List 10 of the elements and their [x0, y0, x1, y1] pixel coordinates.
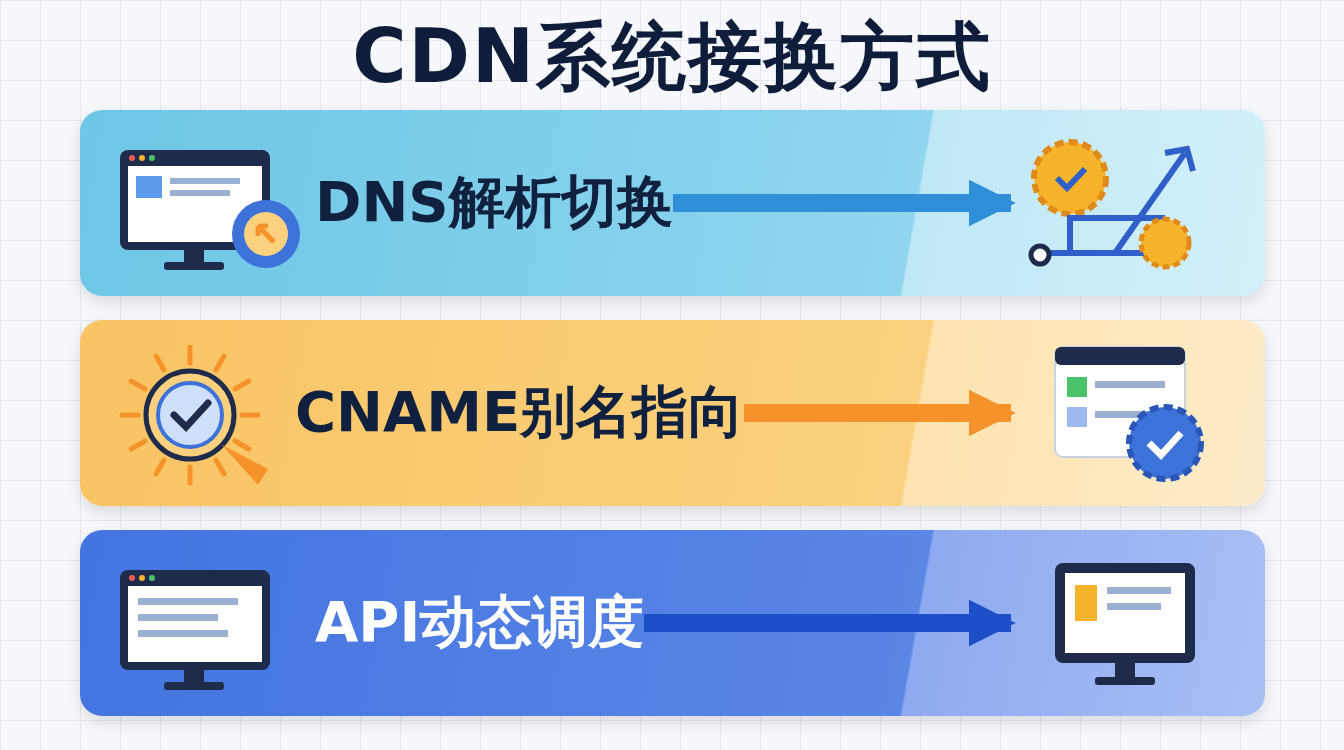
method-band — [80, 110, 1265, 296]
method-label: API动态调度 — [315, 588, 645, 656]
title: CDN系统接换方式 — [352, 13, 992, 99]
method-band — [80, 530, 1265, 716]
method-label: CNAME别名指向 — [295, 378, 745, 446]
method-label: DNS解析切换 — [315, 168, 673, 236]
method-band — [80, 320, 1265, 506]
arrow — [673, 179, 1016, 227]
arrow — [644, 599, 1016, 647]
arrow — [744, 389, 1016, 437]
